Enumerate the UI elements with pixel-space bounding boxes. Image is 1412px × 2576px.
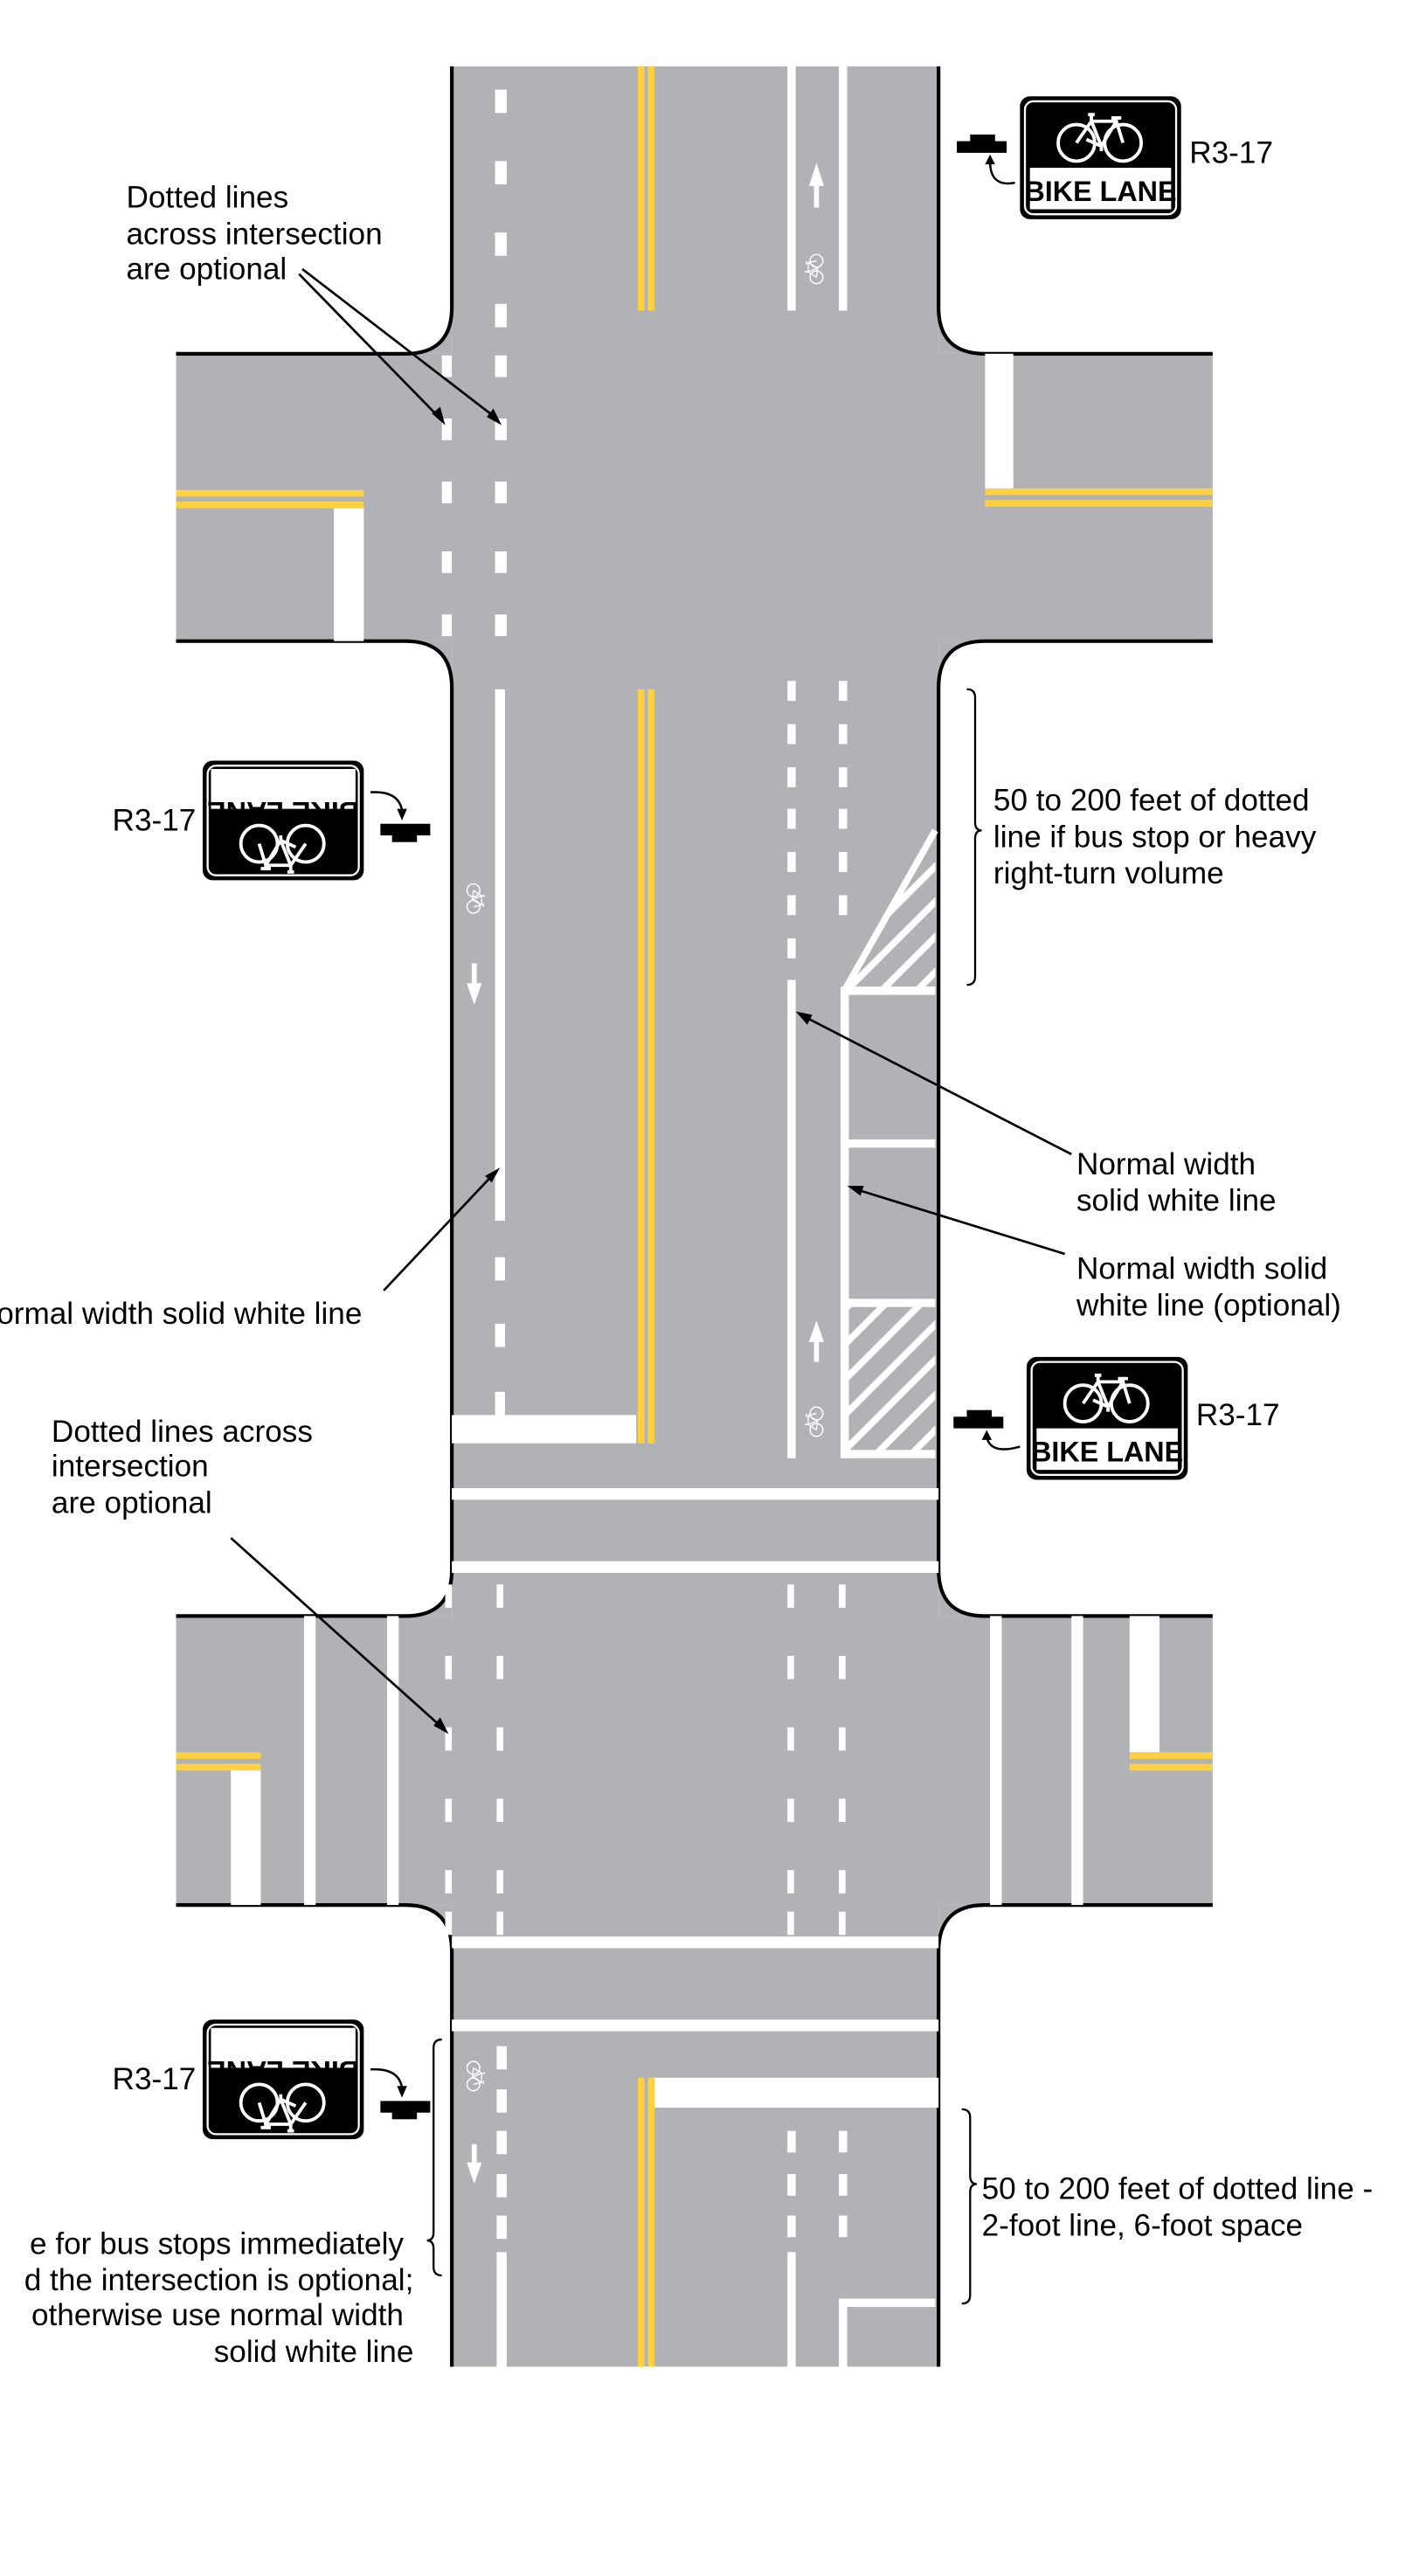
sign-post-icon: [957, 134, 1015, 185]
annotation-line: solid white line: [1076, 1184, 1277, 1218]
markings-top-segment: [495, 66, 848, 328]
annotation-line: Dotted lines across: [52, 1415, 313, 1449]
annotation-line: across intersection: [126, 217, 382, 251]
sign-code: R3-17: [113, 803, 197, 837]
annotation-dotted-top: Dotted lines across intersection are opt…: [126, 181, 502, 426]
annotation-line: intersection: [52, 1450, 209, 1484]
markings-top-intersection: [176, 353, 1213, 641]
annotation-line: white line (optional): [1076, 1288, 1341, 1322]
sign-post-icon: [370, 791, 431, 842]
arrow-up-icon: [808, 163, 824, 208]
curb-lines: [176, 66, 1213, 2367]
markings-middle-segment: [452, 681, 939, 1573]
sign-code: R3-17: [113, 2062, 197, 2096]
annotation-line: solid white line: [214, 2335, 414, 2369]
sign-code: R3-17: [1196, 1398, 1280, 1432]
annotation-line: right-turn volume: [993, 856, 1224, 890]
annotation-line: are optional: [126, 252, 287, 286]
bike-lane-sign-lower-left: BIKE LANE R3-17: [113, 2019, 431, 2140]
sign-legend: BIKE LANE: [207, 2055, 359, 2087]
sign-legend: BIKE LANE: [1031, 1437, 1183, 1468]
sign-legend: BIKE LANE: [207, 796, 359, 828]
annotation-line: Dotted lines: [126, 181, 288, 215]
annotation-normal-solid: Normal width solid white line: [795, 1011, 1277, 1218]
annotation-bus-stop-top: 50 to 200 feet of dotted line if bus sto…: [966, 688, 1317, 987]
sign-post-icon: [370, 2067, 431, 2120]
sign-post-icon: [953, 1409, 1021, 1451]
annotation-line: e for bus stops immediately: [30, 2226, 404, 2261]
annotation-line: are optional: [52, 1486, 212, 1520]
arrow-up-icon: [808, 1320, 824, 1362]
annotation-line: Normal width: [1076, 1147, 1256, 1181]
markings-bottom-segment: [466, 2046, 939, 2367]
arrow-down-icon: [467, 963, 482, 1005]
arrow-down-icon: [467, 2143, 482, 2185]
annotation-line: otherwise use normal width: [31, 2298, 404, 2332]
annotation-line: d the intersection is optional;: [24, 2263, 414, 2297]
annotation-bus-stop-bottom-left: e for bus stops immediately d the inters…: [24, 2038, 442, 2369]
annotation-line: line if bus stop or heavy: [993, 820, 1317, 854]
annotation-line: Normal width solid: [1076, 1252, 1327, 1286]
annotation-dotted-middle: Dotted lines across intersection are opt…: [52, 1415, 449, 1735]
annotation-line: 50 to 200 feet of dotted: [993, 784, 1310, 818]
annotation-normal-solid-optional: Normal width solid white line (optional): [847, 1186, 1341, 1322]
annotation-dotted-bottom-right: 50 to 200 feet of dotted line - 2-foot l…: [961, 2108, 1374, 2305]
sign-legend: BIKE LANE: [1024, 176, 1176, 207]
markings-lower-intersection: [176, 1584, 1213, 2032]
pavement: [176, 66, 1213, 2367]
bike-lane-sign-top-right: BIKE LANE R3-17: [957, 96, 1273, 219]
annotation-line: 2-foot line, 6-foot space: [982, 2208, 1303, 2242]
sign-code: R3-17: [1189, 135, 1273, 170]
bike-lane-sign-middle-right: BIKE LANE R3-17: [953, 1356, 1280, 1480]
bike-lane-sign-upper-left: BIKE LANE R3-17: [113, 760, 431, 881]
annotation-line: 50 to 200 feet of dotted line -: [982, 2172, 1374, 2206]
annotation-normal-left: ormal width solid white line: [0, 1167, 501, 1331]
annotation-line: ormal width solid white line: [0, 1297, 362, 1331]
